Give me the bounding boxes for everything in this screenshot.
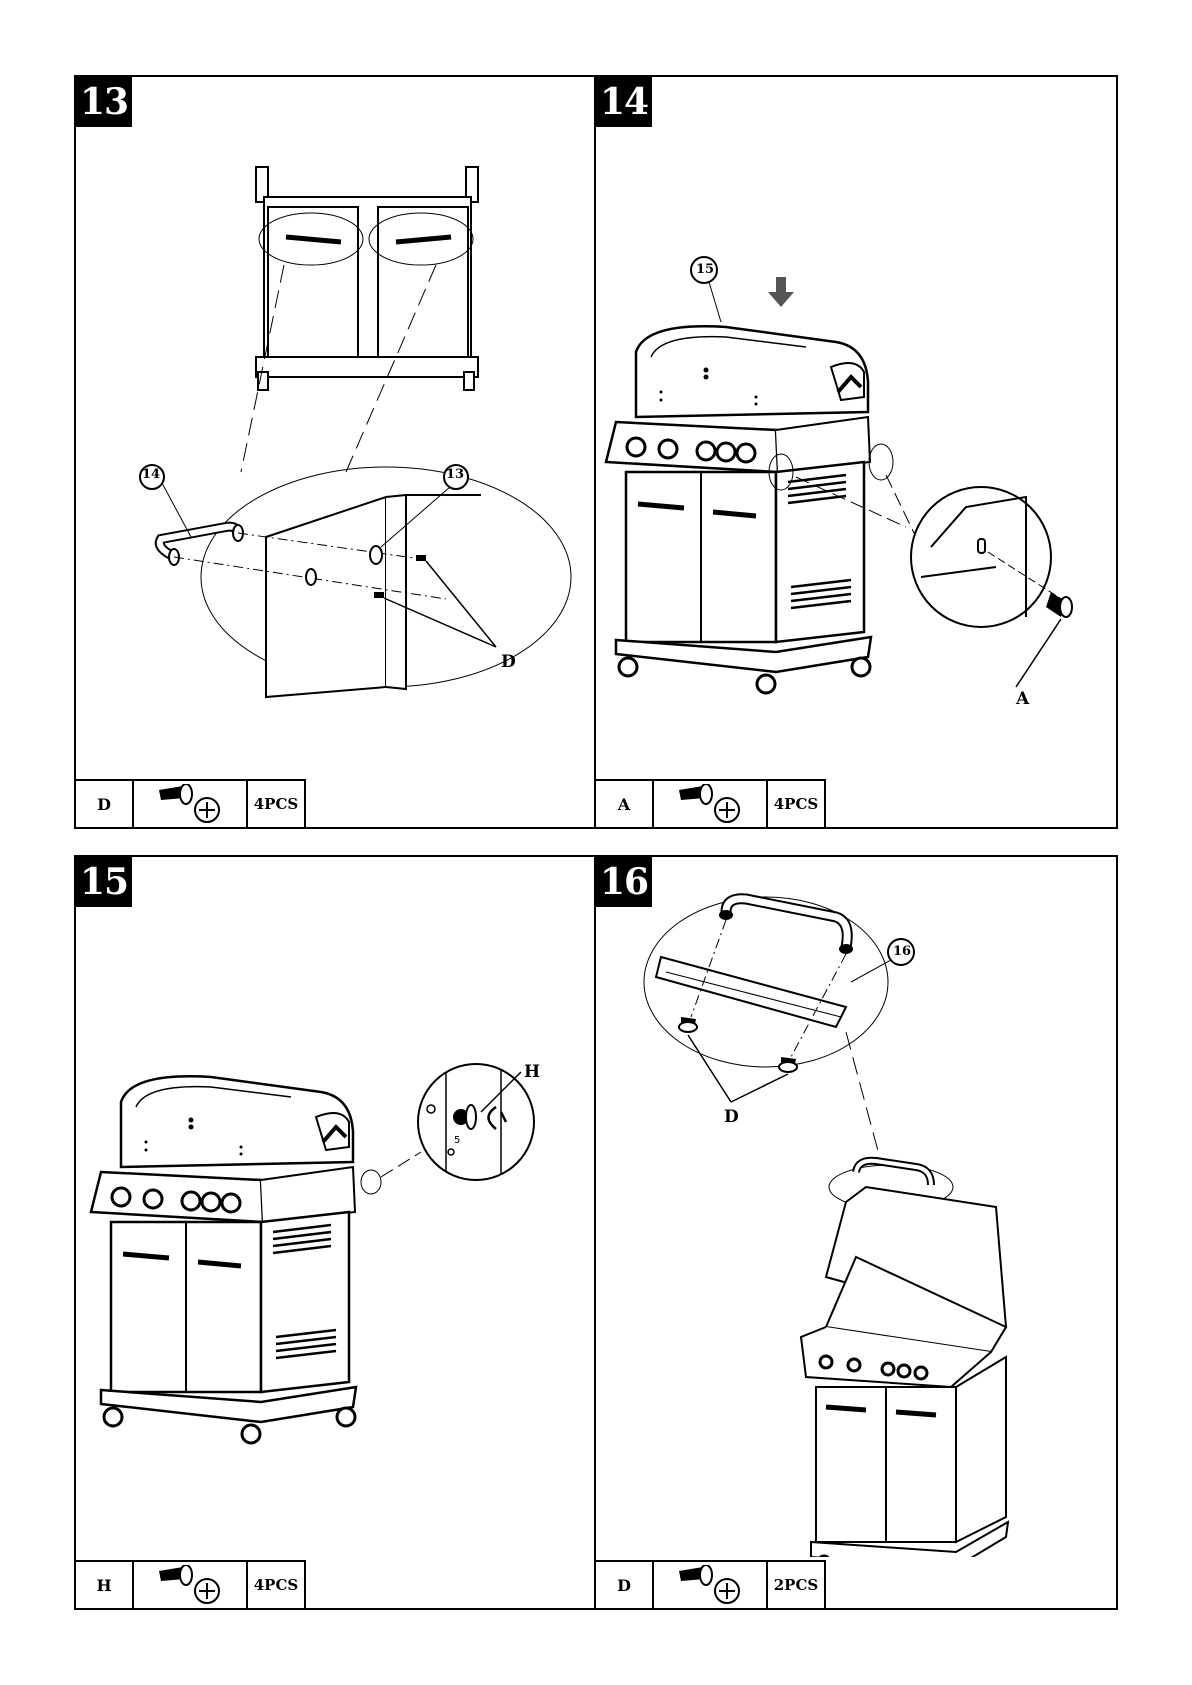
callout-part-13: 13 [446,467,464,482]
grill-lid-illustration [596,77,1116,777]
screw-icon [654,781,768,827]
part-quantity: 4PCS [248,781,304,827]
callout-screw-d: D [724,1107,739,1127]
part-letter: H [76,1562,134,1608]
parts-legend: D 2PCS [594,1560,826,1610]
part-quantity: 4PCS [248,1562,304,1608]
door-handle-illustration [76,77,594,777]
step-15-panel: 15 H 5 H 4PCS [74,855,596,1610]
part-quantity: 2PCS [768,1562,824,1608]
screw-icon [654,1562,768,1608]
part-letter: A [596,781,654,827]
callout-screw-d: D [501,652,516,672]
callout-label-5: 5 [454,1135,460,1146]
callout-part-14: 14 [142,467,160,482]
part-letter: D [76,781,134,827]
callout-screw-a: A [1016,689,1029,709]
lid-handle-illustration [596,857,1116,1557]
part-letter: D [596,1562,654,1608]
screw-icon [134,781,248,827]
parts-legend: A 4PCS [594,779,826,829]
callout-screw-h: H [524,1062,540,1082]
screw-icon [134,1562,248,1608]
callout-part-15: 15 [696,262,714,277]
part-quantity: 4PCS [768,781,824,827]
parts-legend: H 4PCS [74,1560,306,1610]
step-13-panel: 13 [74,75,596,829]
step-14-panel: 14 15 A A 4PCS [594,75,1118,829]
parts-legend: D 4PCS [74,779,306,829]
grill-assembled-illustration [76,857,594,1557]
step-16-panel: 16 [594,855,1118,1610]
callout-part-16: 16 [893,944,911,959]
